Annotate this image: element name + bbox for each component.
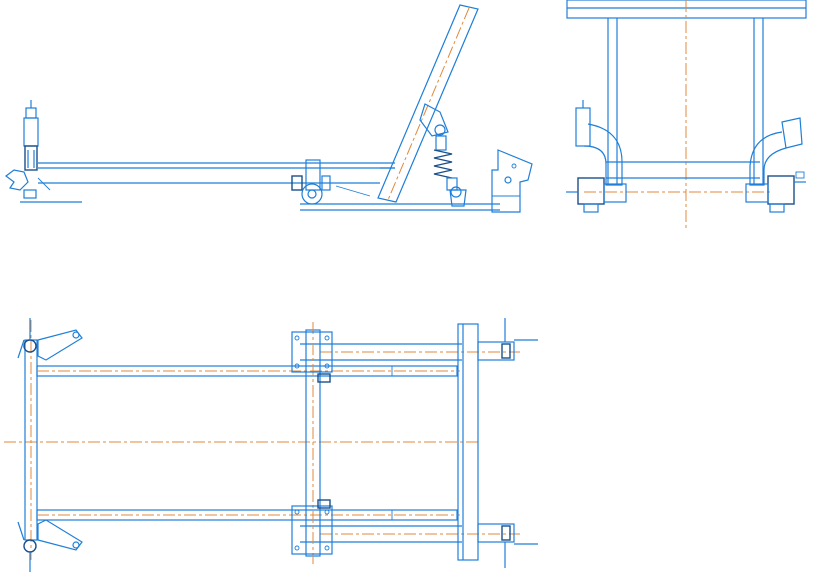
left-hub: [566, 100, 627, 213]
rear-crossmember: [391, 318, 538, 568]
uprights: [607, 18, 764, 185]
right-hub: [745, 117, 806, 213]
upper-rail: [36, 343, 520, 377]
middle-crossmember: [291, 322, 333, 564]
shock-absorber: [419, 103, 467, 207]
front-axle: [17, 318, 83, 572]
front-view: [566, 0, 807, 230]
rear-bracket: [491, 149, 533, 213]
top-crossbar: [566, 0, 807, 19]
left-spindle-assembly: [5, 100, 82, 203]
plan-view: [4, 318, 538, 572]
middle-mount: [291, 159, 500, 211]
inclined-arm: [377, 4, 479, 203]
side-view: [5, 4, 533, 213]
lower-rail: [36, 509, 520, 543]
main-beam: [38, 162, 395, 184]
